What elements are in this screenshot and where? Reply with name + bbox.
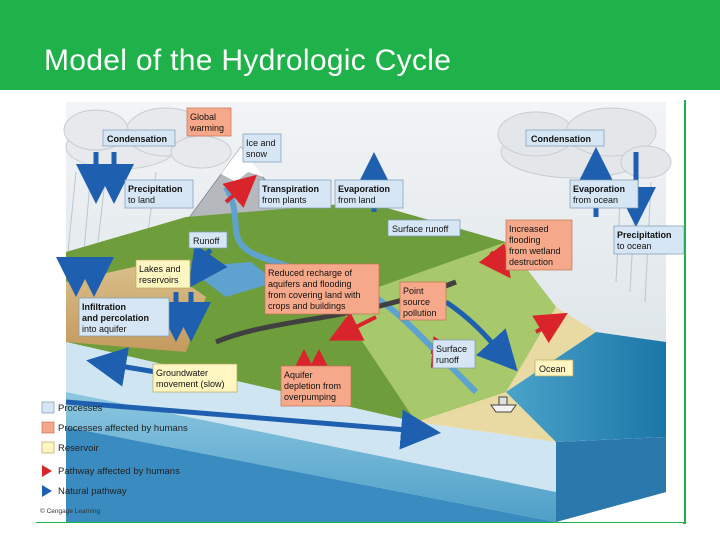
- svg-text:Ocean: Ocean: [539, 364, 566, 374]
- svg-text:from ocean: from ocean: [573, 195, 618, 205]
- legend-item-processes: Processes: [42, 402, 103, 414]
- svg-text:to ocean: to ocean: [617, 241, 652, 251]
- svg-text:Global: Global: [190, 112, 216, 122]
- hydrologic-cycle-diagram: Condensation Global warming Ice and snow…: [36, 92, 684, 522]
- svg-text:Evaporation: Evaporation: [573, 184, 625, 194]
- legend-item-human-pathway: Pathway affected by humans: [42, 465, 180, 477]
- svg-text:Ice and: Ice and: [246, 138, 276, 148]
- svg-text:Surface: Surface: [436, 344, 467, 354]
- svg-text:Reduced recharge of: Reduced recharge of: [268, 268, 353, 278]
- svg-text:Precipitation: Precipitation: [128, 184, 183, 194]
- svg-text:Condensation: Condensation: [107, 134, 167, 144]
- svg-text:Processes: Processes: [58, 403, 103, 414]
- svg-text:from plants: from plants: [262, 195, 307, 205]
- legend-item-reservoir: Reservoir: [42, 442, 99, 454]
- svg-text:Transpiration: Transpiration: [262, 184, 319, 194]
- svg-text:overpumping: overpumping: [284, 392, 336, 402]
- svg-text:Pathway affected by humans: Pathway affected by humans: [58, 466, 180, 477]
- label-infiltration: Infiltration and percolation into aquife…: [79, 298, 169, 336]
- diagram-svg: Condensation Global warming Ice and snow…: [36, 92, 684, 522]
- label-condensation-right: Condensation: [526, 130, 604, 146]
- svg-text:Point: Point: [403, 286, 424, 296]
- svg-text:crops and buildings: crops and buildings: [268, 301, 346, 311]
- svg-text:from land: from land: [338, 195, 376, 205]
- svg-text:source: source: [403, 297, 430, 307]
- svg-text:Lakes and: Lakes and: [139, 264, 181, 274]
- label-precipitation-ocean: Precipitation to ocean: [614, 226, 684, 254]
- svg-text:from wetland: from wetland: [509, 246, 561, 256]
- label-global-warming: Global warming: [187, 108, 231, 136]
- svg-text:flooding: flooding: [509, 235, 541, 245]
- label-surface-runoff-top: Surface runoff: [388, 220, 460, 236]
- svg-text:movement (slow): movement (slow): [156, 379, 225, 389]
- label-ice-snow: Ice and snow: [243, 134, 281, 162]
- page-title: Model of the Hydrologic Cycle: [44, 44, 451, 78]
- label-transpiration: Transpiration from plants: [259, 180, 331, 208]
- label-increased-flooding: Increased flooding from wetland destruct…: [506, 220, 572, 270]
- svg-text:from covering land with: from covering land with: [268, 290, 361, 300]
- label-groundwater: Groundwater movement (slow): [153, 364, 237, 392]
- label-condensation-left: Condensation: [103, 130, 175, 146]
- label-precipitation-land: Precipitation to land: [125, 180, 193, 208]
- svg-text:pollution: pollution: [403, 308, 437, 318]
- svg-text:Aquifer: Aquifer: [284, 370, 313, 380]
- svg-text:into aquifer: into aquifer: [82, 324, 127, 334]
- svg-text:aquifers and flooding: aquifers and flooding: [268, 279, 352, 289]
- label-reduced-recharge: Reduced recharge of aquifers and floodin…: [265, 264, 379, 314]
- svg-text:Reservoir: Reservoir: [58, 443, 99, 454]
- label-evaporation-land: Evaporation from land: [335, 180, 403, 208]
- label-ocean: Ocean: [535, 360, 573, 376]
- svg-text:Evaporation: Evaporation: [338, 184, 390, 194]
- legend-item-human-processes: Processes affected by humans: [42, 422, 188, 434]
- svg-text:Natural pathway: Natural pathway: [58, 486, 127, 497]
- label-lakes-reservoirs: Lakes and reservoirs: [136, 260, 190, 288]
- label-aquifer-depletion: Aquifer depletion from overpumping: [281, 366, 351, 406]
- svg-text:Processes affected by humans: Processes affected by humans: [58, 423, 188, 434]
- svg-text:Infiltration: Infiltration: [82, 302, 126, 312]
- credit-text: © Cengage Learning: [40, 507, 100, 515]
- label-runoff: Runoff: [189, 232, 227, 248]
- header-bar: Model of the Hydrologic Cycle: [0, 0, 720, 90]
- svg-text:Runoff: Runoff: [193, 236, 220, 246]
- svg-text:Groundwater: Groundwater: [156, 368, 208, 378]
- label-surface-runoff-bottom: Surface runoff: [433, 340, 475, 368]
- svg-text:destruction: destruction: [509, 257, 553, 267]
- svg-text:to land: to land: [128, 195, 155, 205]
- svg-text:and percolation: and percolation: [82, 313, 149, 323]
- svg-text:Precipitation: Precipitation: [617, 230, 672, 240]
- svg-text:snow: snow: [246, 149, 268, 159]
- svg-text:reservoirs: reservoirs: [139, 275, 179, 285]
- svg-text:warming: warming: [189, 123, 224, 133]
- svg-text:runoff: runoff: [436, 355, 459, 365]
- svg-text:depletion from: depletion from: [284, 381, 341, 391]
- svg-text:Surface runoff: Surface runoff: [392, 224, 449, 234]
- label-evaporation-ocean: Evaporation from ocean: [570, 180, 638, 208]
- label-point-source: Point source pollution: [400, 282, 446, 320]
- svg-text:Increased: Increased: [509, 224, 549, 234]
- svg-text:Condensation: Condensation: [531, 134, 591, 144]
